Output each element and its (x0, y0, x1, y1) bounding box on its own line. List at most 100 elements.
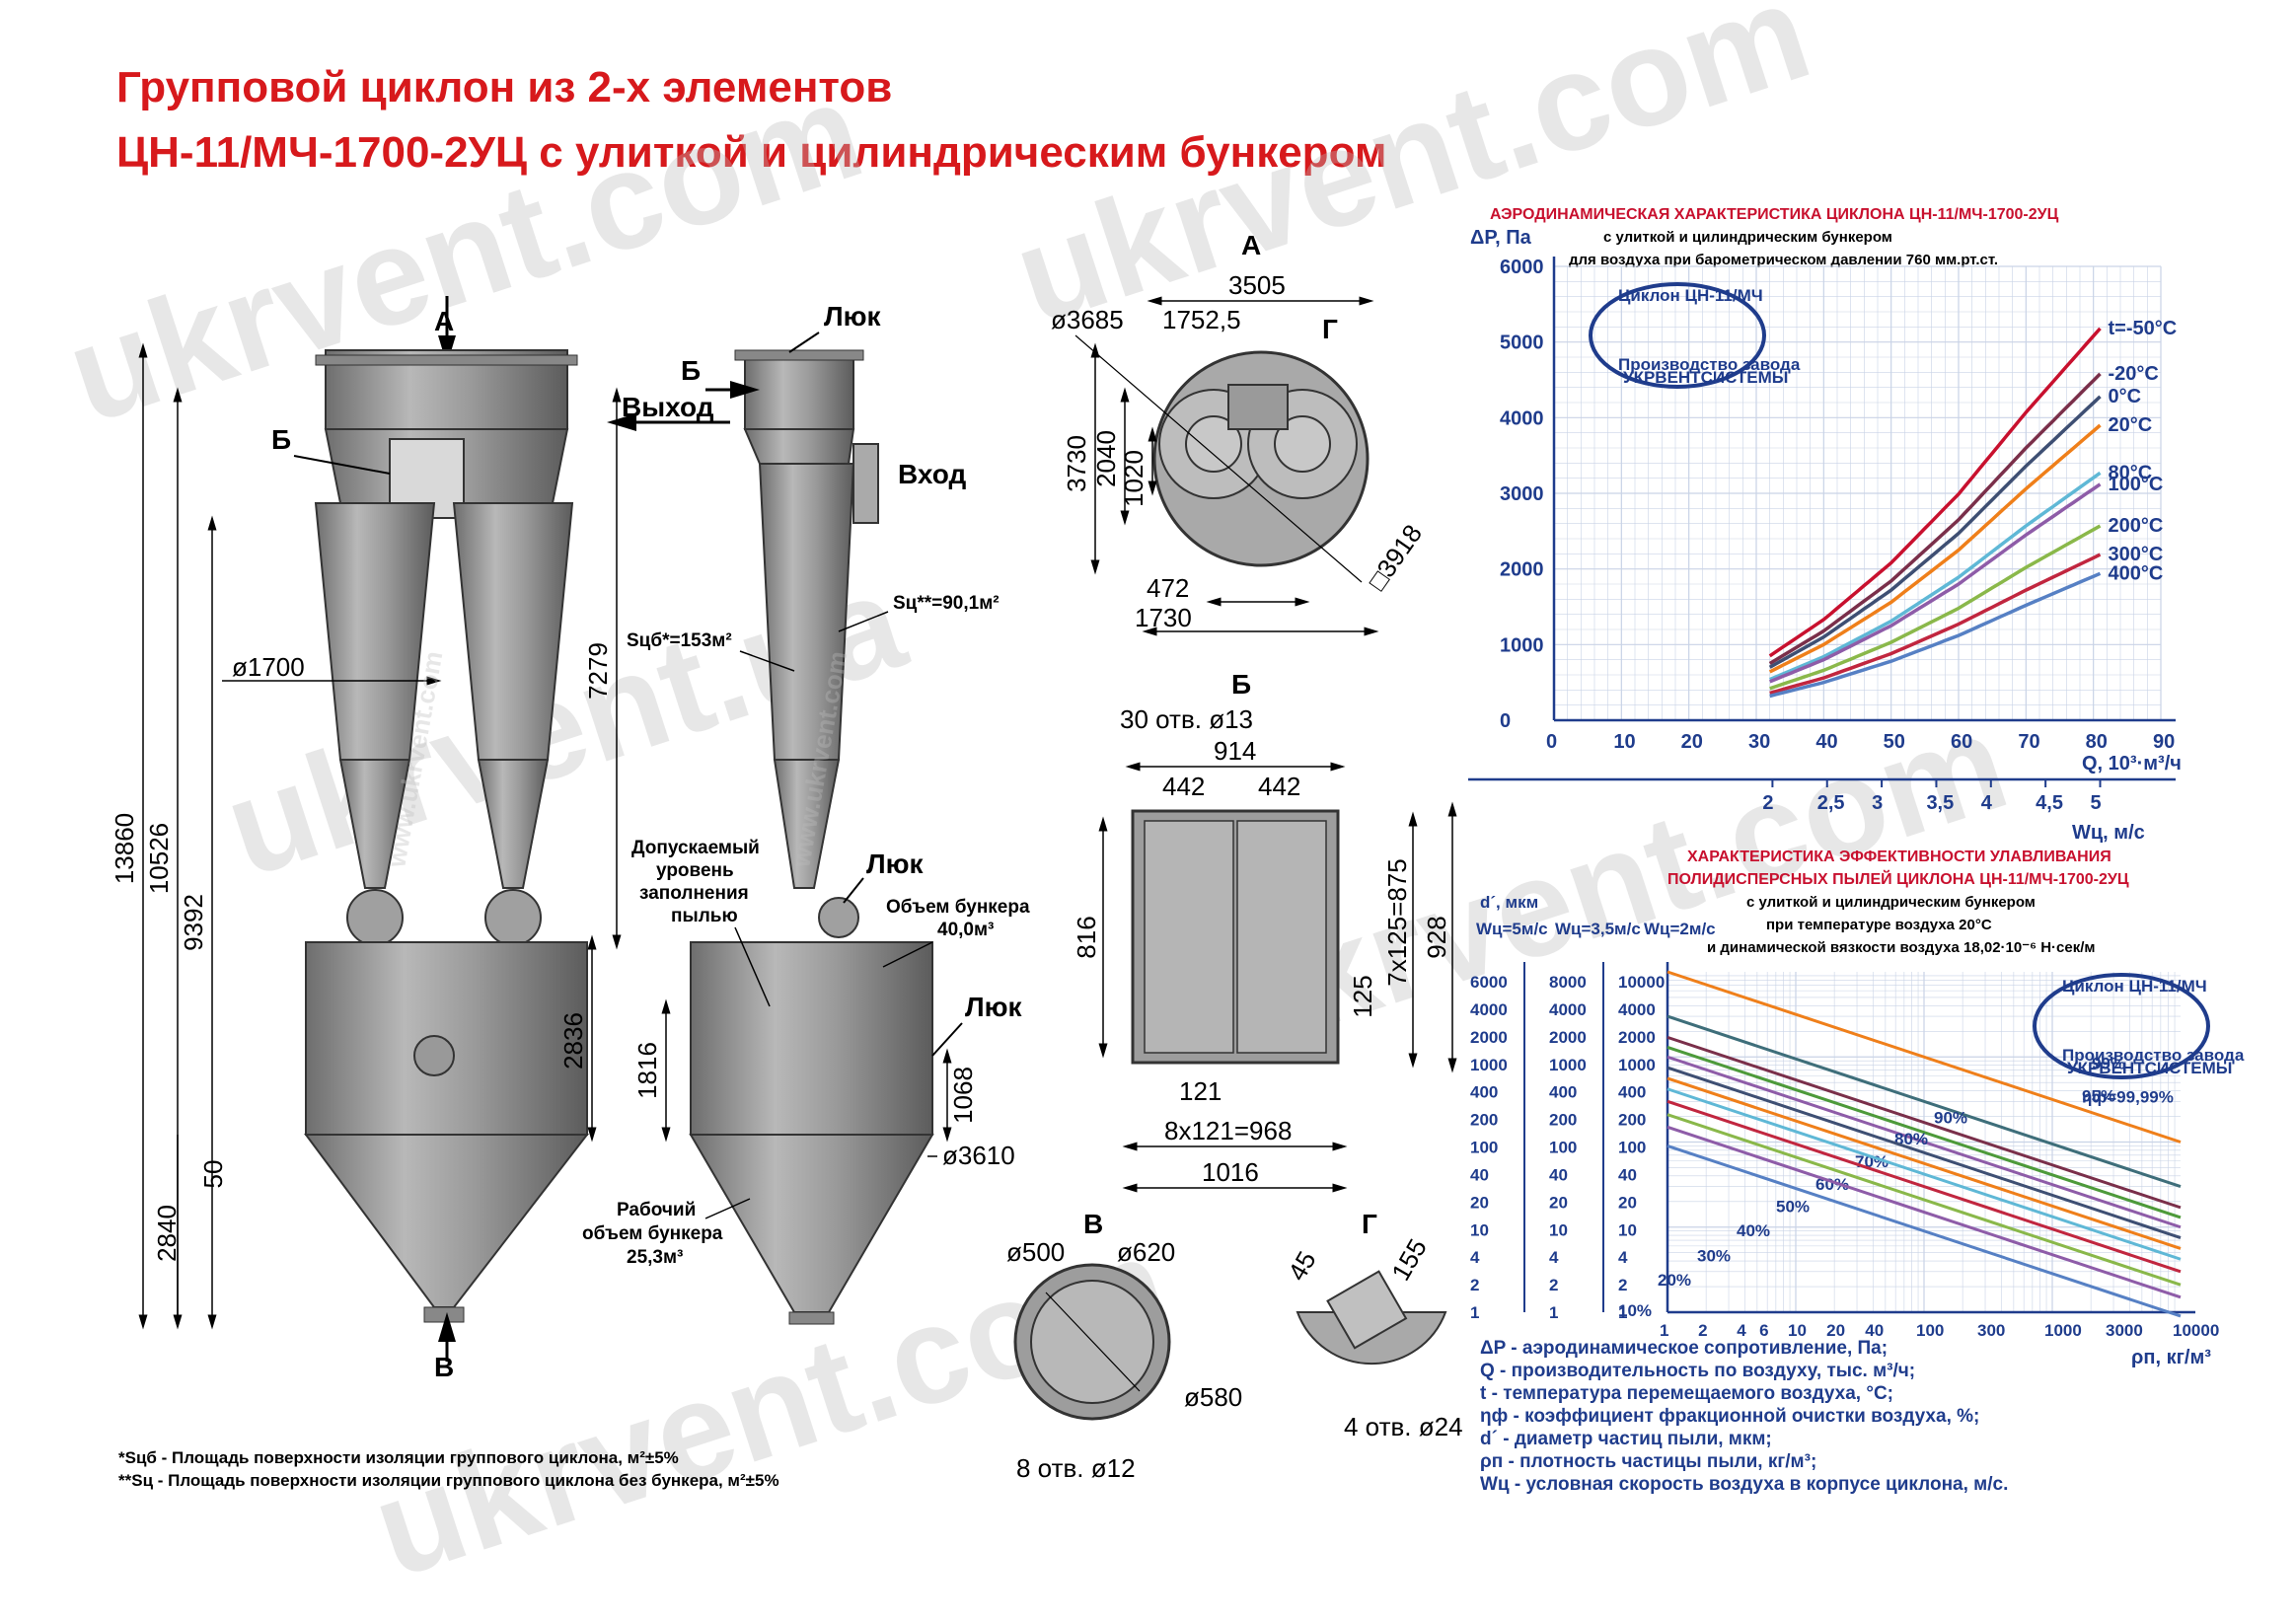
y-tick-label: 20 (1470, 1193, 1489, 1212)
dim-9392: 9392 (179, 894, 208, 951)
series-line (1769, 571, 2102, 699)
x-tick-label: 10 (1613, 731, 1635, 753)
stamp-line3: УКРВЕНТСИСТЕМЫ (1623, 368, 1788, 387)
y-tick-label: 1000 (1549, 1056, 1587, 1074)
y-tick-label: 2000 (1618, 1028, 1656, 1047)
series-line (1768, 372, 2102, 665)
dim-d1700: ø1700 (232, 652, 305, 682)
x2-tick-label: 4 (1981, 792, 1993, 814)
x2-tick-label: 5 (2091, 792, 2102, 814)
x-tick-label: 0 (1546, 731, 1557, 753)
side-s-tsb: Sцб*=153м² (627, 630, 732, 651)
series-label: -20°C (2109, 363, 2159, 385)
stamp2-line2: Производство завода (2062, 1046, 2245, 1065)
y-tick-label: 40 (1618, 1165, 1637, 1184)
y-tick-label: 100 (1470, 1139, 1498, 1157)
dim-1816: 1816 (632, 1042, 662, 1099)
legend-2: t - температура перемещаемого воздуха, °… (1480, 1383, 1893, 1404)
y-tick-label: 200 (1549, 1111, 1577, 1130)
x-tick-label: 40 (1815, 731, 1837, 753)
dim-8x121: 8x121=968 (1164, 1116, 1292, 1145)
legend-3: ηф - коэффициент фракционной очистки воз… (1480, 1406, 1979, 1427)
side-luk-low: Люк (965, 992, 1023, 1022)
chart-efficiency: ХАРАКТЕРИСТИКА ЭФФЕКТИВНОСТИ УЛАВЛИВАНИЯ… (1470, 849, 2219, 1368)
side-view: Люк Б Выход Вход Sц**=90,1м² Sцб*=153м² … (582, 301, 1030, 1325)
chart2-sub3: и динамической вязкости воздуха 18,02·10… (1707, 939, 2096, 956)
fill-level-2: уровень (656, 860, 734, 881)
stamp-line2: Производство завода (1618, 355, 1801, 374)
stamp2-line1: Циклон ЦН-11/МЧ (2062, 977, 2207, 996)
chart1-xlabel: Q, 10³·м³/ч (2082, 753, 2182, 775)
x2-tick-label: 3 (1872, 792, 1883, 814)
view-v: В ø500 ø620 ø580 8 отв. ø12 (1006, 1209, 1242, 1483)
y-tick-label: 2 (1549, 1276, 1558, 1294)
front-label-b: Б (271, 424, 291, 455)
view-b: Б 30 отв. ø13 914 442 442 816 7x125=875 … (1072, 669, 1457, 1193)
view-v-label: В (1083, 1209, 1103, 1239)
series-label: 20% (1658, 1271, 1691, 1290)
side-label-b: Б (681, 355, 701, 386)
x-tick-label: 1 (1660, 1321, 1668, 1340)
legend-block: ΔP - аэродинамическое сопротивление, Па;… (1480, 1338, 2008, 1495)
y-tick-label: 5000 (1500, 332, 1544, 354)
y-tick-label: 2 (1470, 1276, 1479, 1294)
chart2-ylabel: d´, мкм (1480, 893, 1538, 912)
series-label: 0°C (2109, 386, 2142, 407)
dim-d3610: ø3610 (942, 1141, 1015, 1170)
dim-2840: 2840 (152, 1205, 182, 1262)
dim-7x125: 7x125=875 (1382, 858, 1412, 986)
chart1-xlabel2: Wц, м/с (2072, 822, 2145, 844)
chart1-lines: t=-50°C-20°C0°C20°C80°C100°C200°C300°C40… (1768, 318, 2178, 699)
dim-3918: □3918 (1362, 519, 1428, 595)
series-line (1666, 1055, 2182, 1229)
series-line (1769, 482, 2102, 684)
view-a-label: А (1241, 230, 1261, 260)
view-g: Г 45 155 4 отв. ø24 (1282, 1209, 1462, 1441)
dim-1016: 1016 (1202, 1157, 1259, 1187)
dim-7279: 7279 (583, 642, 613, 700)
series-label: 300°C (2109, 544, 2164, 565)
x-tick-label: 300 (1977, 1321, 2005, 1340)
y-tick-label: 10 (1470, 1220, 1489, 1239)
chart2-title-2: ПОЛИДИСПЕРСНЫХ ПЫЛЕЙ ЦИКЛОНА ЦН-11/МЧ-17… (1667, 869, 2129, 888)
holes-4: 4 отв. ø24 (1344, 1412, 1463, 1441)
side-inlet: Вход (898, 459, 966, 489)
series-label: ηф=99,99% (2082, 1088, 2174, 1107)
y-tick-label: 0 (1500, 710, 1511, 732)
series-line (1769, 553, 2102, 696)
series-line (1666, 1144, 2182, 1318)
series-line (1666, 970, 2182, 1144)
legend-4: d´ - диаметр частиц пыли, мкм; (1480, 1429, 1772, 1449)
y-tick-label: 200 (1470, 1111, 1498, 1130)
view-b-label: Б (1231, 669, 1251, 700)
legend-0: ΔP - аэродинамическое сопротивление, Па; (1480, 1338, 1888, 1359)
dim-d580: ø580 (1184, 1382, 1242, 1412)
chart1-sub1: с улиткой и цилиндрическим бункером (1603, 229, 1892, 246)
y-tick-label: 100 (1618, 1139, 1646, 1157)
y-tick-label: 10 (1618, 1220, 1637, 1239)
y-tick-label: 1 (1618, 1303, 1627, 1322)
x-tick-label: 70 (2018, 731, 2039, 753)
chart2-lines: ηф=99,99%99%95%90%80%70%60%50%40%30%20%1… (1618, 970, 2182, 1320)
fill-level-4: пылью (671, 906, 738, 926)
y-tick-label: 4000 (1500, 407, 1544, 429)
dim-1730: 1730 (1135, 603, 1192, 632)
chart-aero: АЭРОДИНАМИЧЕСКАЯ ХАРАКТЕРИСТИКА ЦИКЛОНА … (1468, 206, 2182, 844)
series-line (1666, 1125, 2182, 1299)
stamp-line1: Циклон ЦН-11/МЧ (1618, 286, 1763, 305)
y-tick-label: 20 (1549, 1193, 1568, 1212)
series-label: 80% (1894, 1130, 1928, 1148)
y-tick-label: 6000 (1500, 257, 1544, 278)
series-line (1768, 395, 2102, 669)
bunker-vol-1: Объем бункера (886, 897, 1030, 918)
series-label: 95% (2082, 1086, 2115, 1105)
series-label: t=-50°C (2109, 318, 2178, 339)
work-vol-3: 25,3м³ (627, 1247, 683, 1268)
dim-472: 472 (1147, 573, 1189, 603)
x-tick-label: 6 (1759, 1321, 1768, 1340)
series-line (1769, 524, 2102, 691)
chart2-title-1: ХАРАКТЕРИСТИКА ЭФФЕКТИВНОСТИ УЛАВЛИВАНИЯ (1687, 849, 2111, 865)
series-label: 30% (1697, 1246, 1731, 1265)
chart1-ylabel: ΔP, Па (1470, 227, 1532, 249)
